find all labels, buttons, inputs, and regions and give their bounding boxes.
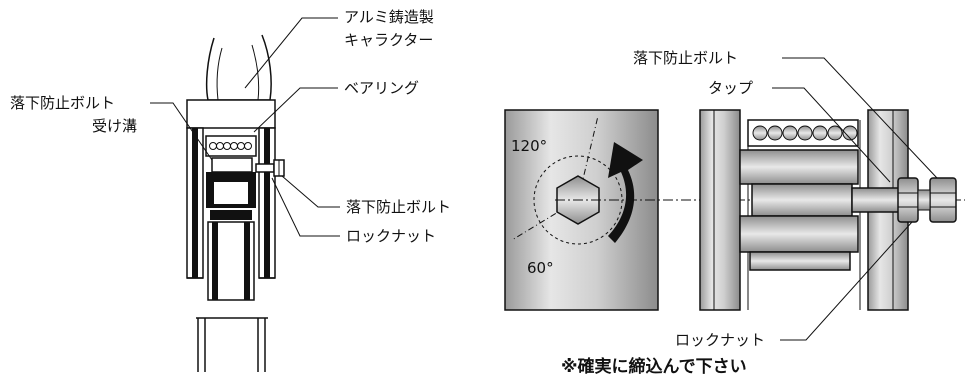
- right-figure: [699, 57, 957, 341]
- label-angle-120: 120°: [511, 137, 547, 155]
- label-fall-prevention-bolt-left: 落下防止ボルト: [346, 198, 451, 216]
- label-fall-prevention-bolt-right: 落下防止ボルト: [633, 49, 738, 67]
- tighten-note: ※確実に締込んで下さい: [561, 356, 747, 377]
- bolt-groove: [211, 157, 253, 173]
- shaft-middle: [751, 183, 853, 217]
- housing-top: [186, 99, 276, 129]
- label-tap: タップ: [708, 79, 753, 97]
- label-locknut-right: ロックナット: [675, 331, 765, 349]
- label-angle-60: 60°: [527, 259, 554, 277]
- bearing-balls-right: [752, 125, 858, 141]
- shaft-lower-block: [739, 215, 859, 253]
- rotation-arrow-icon: [608, 142, 643, 243]
- label-character: キャラクター: [344, 31, 433, 49]
- bearing-balls: [209, 142, 252, 150]
- label-bearing: ベアリング: [344, 79, 419, 97]
- right-bolt-shaft: [851, 187, 901, 213]
- left-bolt: [255, 163, 275, 173]
- right-locknut: [897, 177, 919, 223]
- label-bolt-groove-line2: 受け溝: [92, 117, 137, 135]
- label-locknut-left: ロックナット: [346, 227, 436, 245]
- shaft-upper-block: [739, 149, 859, 185]
- label-aluminum-cast: アルミ鋳造製: [344, 8, 434, 26]
- label-bolt-groove-line1: 落下防止ボルト: [10, 94, 115, 112]
- right-bolt-head: [929, 177, 957, 223]
- left-figure: [150, 17, 340, 372]
